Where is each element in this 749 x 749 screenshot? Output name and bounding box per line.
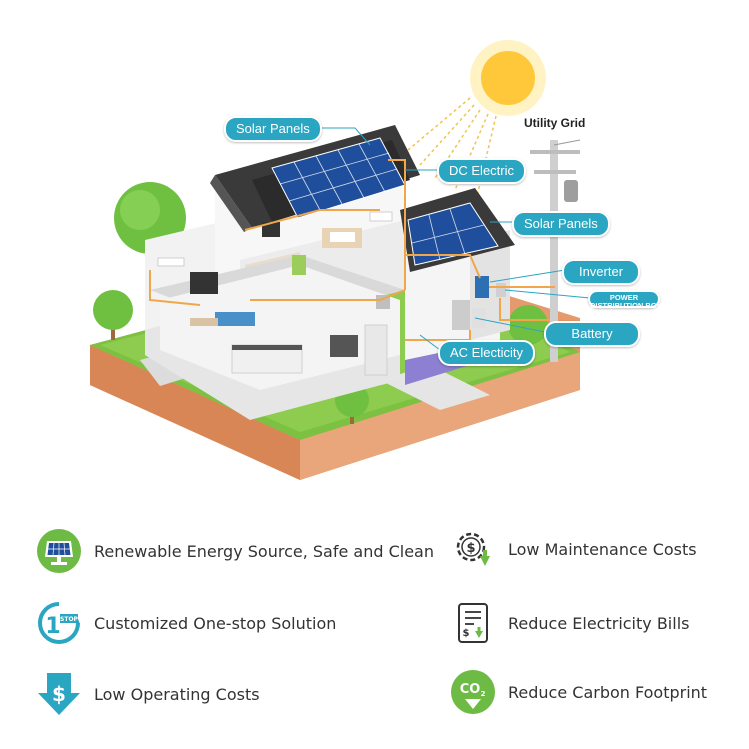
tree-small-left-icon [93, 290, 133, 340]
feature-text: Customized One-stop Solution [94, 613, 337, 633]
power-distribution-box-line2: DISTRIBUTION BOX [590, 301, 662, 310]
solar-panel-array-top [271, 137, 406, 219]
feature-bills: $ Reduce Electricity Bills [450, 598, 689, 648]
feature-text: Low Operating Costs [94, 684, 260, 704]
inverter-label: Inverter [562, 259, 640, 285]
svg-text:2: 2 [481, 690, 486, 698]
svg-text:CO: CO [460, 682, 481, 697]
dollar-down-icon: $ [38, 673, 80, 715]
interior-furniture [157, 211, 393, 376]
co2-icon: CO 2 [451, 670, 495, 714]
feature-renewable: Renewable Energy Source, Safe and Clean [36, 526, 434, 576]
feature-carbon: CO 2 Reduce Carbon Footprint [450, 667, 707, 717]
solar-panel-array-right [407, 202, 499, 266]
ac-electricity-label: AC Electicity [438, 340, 535, 366]
svg-text:1: 1 [45, 614, 60, 639]
house-illustration [90, 40, 591, 480]
gear-dollar-icon: $ [456, 532, 490, 566]
solar-system-diagram: Solar Panels DC Electric Solar Panels In… [90, 40, 662, 480]
svg-text:$: $ [466, 541, 475, 556]
utility-grid-label: Utility Grid [524, 116, 586, 130]
solar-panel-icon [37, 529, 81, 573]
callout-connectors [318, 127, 591, 351]
dc-electric-label: DC Electric [437, 158, 527, 184]
battery-label: Battery [544, 321, 640, 347]
feature-maintenance: $ Low Maintenance Costs [450, 524, 697, 574]
svg-text:STOP: STOP [60, 616, 79, 623]
bill-icon: $ [458, 603, 488, 643]
equipment [452, 276, 506, 330]
feature-text: Reduce Electricity Bills [508, 613, 690, 633]
feature-one-stop: 1 STOP Customized One-stop Solution [36, 598, 336, 648]
svg-text:$: $ [463, 628, 470, 639]
one-stop-service-icon: 1 STOP [38, 602, 80, 644]
utility-pole-icon [530, 139, 581, 362]
tree-right-icon [508, 305, 548, 345]
solar-panels-label-top: Solar Panels [224, 116, 322, 142]
power-distribution-box-label: POWER DISTRIBUTION BOX [588, 290, 662, 310]
feature-text: Renewable Energy Source, Safe and Clean [94, 541, 434, 561]
feature-text: Low Maintenance Costs [508, 539, 697, 559]
svg-text:$: $ [52, 682, 66, 706]
feature-operating: $ Low Operating Costs [36, 669, 260, 719]
feature-list: Renewable Energy Source, Safe and Clean … [0, 510, 749, 749]
feature-text: Reduce Carbon Footprint [508, 682, 708, 702]
solar-panels-label-right: Solar Panels [512, 211, 610, 237]
power-distribution-box-line1: POWER [609, 293, 639, 302]
